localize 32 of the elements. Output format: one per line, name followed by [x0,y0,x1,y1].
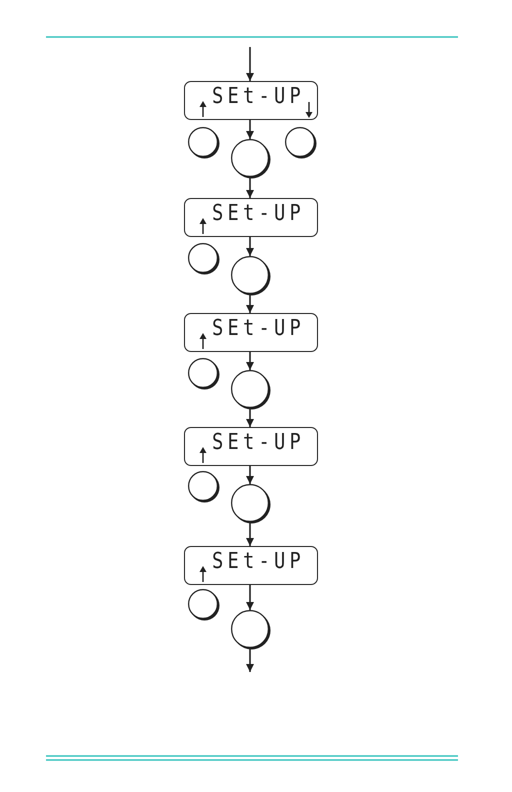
flow-arrow [246,585,254,610]
lcd-display [184,546,318,585]
lcd-display [184,198,318,237]
arrow-key-button [188,358,221,391]
lcd-display [184,313,318,352]
display-readout: SEt-UP [212,430,306,456]
flow-arrow [246,466,254,484]
arrow-key-button [188,471,221,504]
flow-arrow [246,352,254,370]
arrow-key-button [188,127,221,160]
arrow-key-button [188,589,221,622]
enter-key-button [231,370,272,411]
enter-key-button [231,484,272,525]
lcd-display [184,427,318,466]
flow-arrow [246,177,254,198]
display-readout: SEt-UP [212,549,306,575]
arrow-key-button [285,127,318,160]
flow-arrow [246,47,254,81]
flow-arrow [246,648,254,672]
arrow-key-button [188,243,221,276]
display-readout: SEt-UP [212,201,306,227]
flow-arrow [246,120,254,139]
flow-arrow [246,294,254,313]
display-readout: SEt-UP [212,316,306,342]
flow-arrow [246,522,254,546]
display-readout: SEt-UP [212,84,306,110]
enter-key-button [231,256,272,297]
lcd-display [184,81,318,120]
enter-key-button [231,610,272,651]
enter-key-button [231,139,272,180]
flow-arrow [246,237,254,256]
flow-arrow [246,408,254,427]
